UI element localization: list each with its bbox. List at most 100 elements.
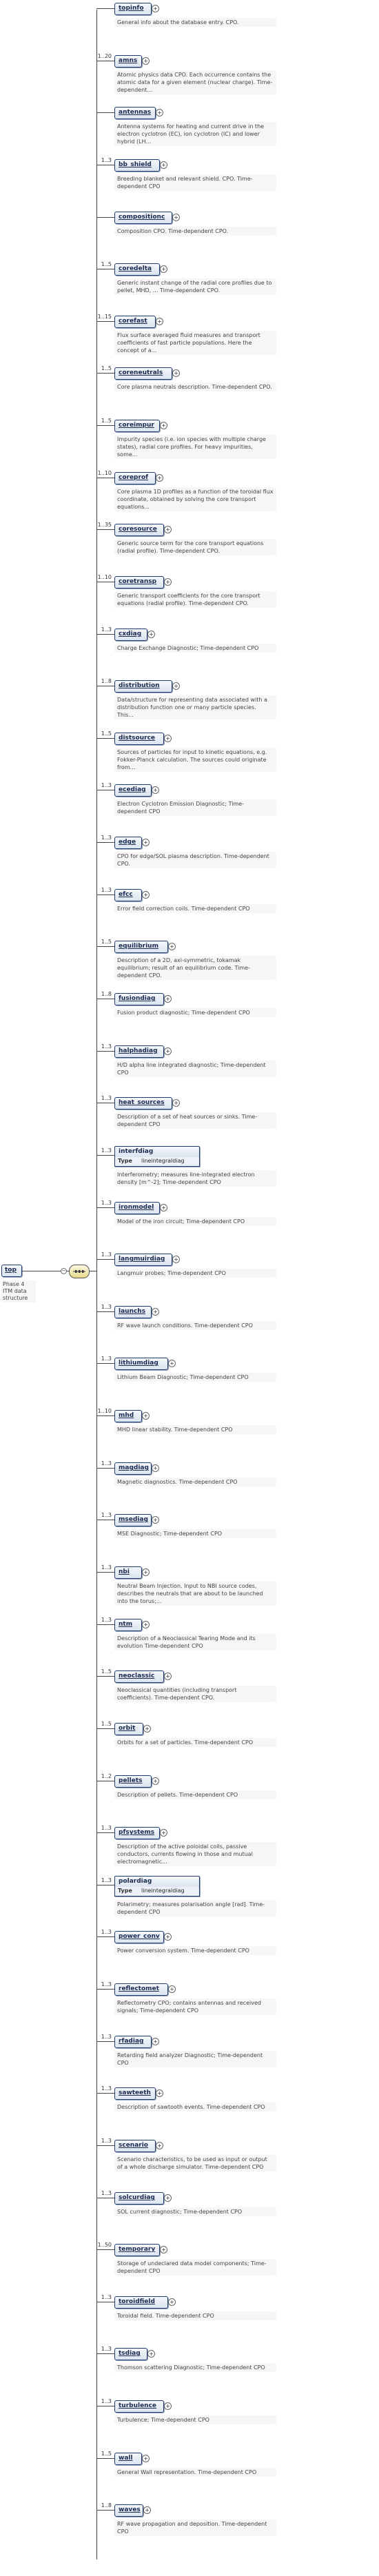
child-element-toroidfield[interactable]: toroidfield (114, 2296, 176, 2309)
child-element-heat_sources[interactable]: heat_sources (114, 1097, 180, 1110)
expand-plus-icon[interactable] (147, 631, 155, 638)
child-element-edge[interactable]: edge (114, 837, 150, 849)
child-element-lithiumdiag[interactable]: lithiumdiag (114, 1358, 176, 1370)
expand-plus-icon[interactable] (142, 2455, 150, 2462)
expand-plus-icon[interactable] (164, 526, 172, 533)
expand-plus-icon[interactable] (142, 1568, 150, 1576)
expand-plus-icon[interactable] (143, 1725, 151, 1732)
child-element-reflectomet[interactable]: reflectomet (114, 1983, 176, 1996)
expand-plus-icon[interactable] (152, 1464, 159, 1472)
child-element-ntm[interactable]: ntm (114, 1619, 150, 1631)
child-element-fusiondiag[interactable]: fusiondiag (114, 993, 172, 1005)
expand-plus-icon[interactable] (164, 578, 172, 586)
child-element-coretransp[interactable]: coretransp (114, 576, 172, 589)
expand-plus-icon[interactable] (160, 265, 167, 273)
expand-plus-icon[interactable] (160, 2246, 167, 2253)
expand-plus-icon[interactable] (164, 1933, 172, 1941)
expand-plus-icon[interactable] (142, 891, 150, 899)
child-element-polardiag[interactable]: polardiag (114, 1876, 200, 1888)
child-element-turbulence[interactable]: turbulence (114, 2400, 172, 2413)
expand-plus-icon[interactable] (142, 57, 150, 65)
child-element-scenario[interactable]: scenario (114, 2140, 163, 2152)
expand-plus-icon[interactable] (152, 1516, 159, 1524)
child-element-coredelta[interactable]: coredelta (114, 263, 167, 276)
expand-plus-icon[interactable] (168, 2298, 176, 2306)
child-element-label: equilibrium (119, 943, 158, 950)
child-element-power_conv[interactable]: power_conv (114, 1931, 172, 1943)
child-element-magdiag[interactable]: magdiag (114, 1462, 159, 1475)
child-element-coreimpur[interactable]: coreimpur (114, 420, 167, 432)
expand-plus-icon[interactable] (142, 1621, 150, 1628)
expand-plus-icon[interactable] (168, 1360, 176, 1367)
sequence-compositor-icon[interactable] (69, 1265, 90, 1278)
child-element-halphadiag[interactable]: halphadiag (114, 1045, 172, 1058)
expand-plus-icon[interactable] (152, 1308, 159, 1316)
child-element-ironmodel[interactable]: ironmodel (114, 1202, 167, 1214)
child-element-solcurdiag[interactable]: solcurdiag (114, 2192, 172, 2205)
expand-plus-icon[interactable] (152, 5, 159, 12)
expand-plus-icon[interactable] (164, 995, 172, 1003)
child-element-tsdiag[interactable]: tsdiag (114, 2348, 155, 2360)
expand-plus-icon[interactable] (168, 1985, 176, 1993)
expand-plus-icon[interactable] (164, 1673, 172, 1680)
expand-plus-icon[interactable] (152, 786, 159, 794)
child-element-rfadiag[interactable]: rfadiag (114, 2036, 159, 2048)
expand-plus-icon[interactable] (142, 839, 150, 846)
child-element-neoclassic[interactable]: neoclassic (114, 1670, 172, 1683)
child-element-launchs[interactable]: launchs (114, 1306, 159, 1318)
child-element-langmuirdiag[interactable]: langmuirdiag (114, 1254, 180, 1266)
child-element-ecediag[interactable]: ecediag (114, 784, 159, 797)
expand-plus-icon[interactable] (160, 1829, 167, 1837)
child-element-mhd[interactable]: mhd (114, 1410, 150, 1422)
expand-plus-icon[interactable] (160, 161, 167, 169)
child-element-bb_shield[interactable]: bb_shield (114, 159, 167, 172)
expand-plus-icon[interactable] (164, 2194, 172, 2202)
child-element-amns[interactable]: amns (114, 55, 150, 68)
child-element-topinfo[interactable]: topinfo (114, 3, 159, 15)
child-element-corefast[interactable]: corefast (114, 316, 163, 328)
expand-plus-icon[interactable] (172, 369, 180, 377)
child-element-equilibrium[interactable]: equilibrium (114, 941, 176, 953)
expand-plus-icon[interactable] (156, 109, 163, 116)
expand-plus-icon[interactable] (152, 2038, 159, 2045)
child-element-distsource[interactable]: distsource (114, 733, 172, 745)
expand-plus-icon[interactable] (172, 1099, 180, 1107)
child-element-pfsystems[interactable]: pfsystems (114, 1827, 167, 1839)
expand-plus-icon[interactable] (156, 2142, 163, 2149)
root-expand-icon[interactable]: − (61, 1268, 67, 1274)
child-element-antennas[interactable]: antennas (114, 107, 163, 119)
child-element-coreneutrals[interactable]: coreneutrals (114, 367, 180, 380)
child-element-orbit[interactable]: orbit (114, 1723, 151, 1735)
child-element-efcc[interactable]: efcc (114, 889, 150, 901)
expand-plus-icon[interactable] (160, 422, 167, 429)
expand-plus-icon[interactable] (156, 474, 163, 482)
child-element-interfdiag[interactable]: interfdiag (114, 1146, 200, 1158)
child-element-wall[interactable]: wall (114, 2453, 150, 2465)
expand-plus-icon[interactable] (172, 1256, 180, 1263)
child-element-distribution[interactable]: distribution (114, 680, 180, 693)
child-element-coreprof[interactable]: coreprof (114, 472, 163, 484)
child-element-msediag[interactable]: msediag (114, 1514, 159, 1526)
expand-plus-icon[interactable] (156, 318, 163, 325)
expand-plus-icon[interactable] (164, 1047, 172, 1055)
child-element-temporary[interactable]: temporary (114, 2244, 167, 2256)
expand-plus-icon[interactable] (164, 735, 172, 742)
child-element-sawteeth[interactable]: sawteeth (114, 2087, 163, 2100)
expand-plus-icon[interactable] (156, 2089, 163, 2097)
expand-plus-icon[interactable] (172, 682, 180, 690)
expand-plus-icon[interactable] (172, 214, 180, 221)
child-element-coresource[interactable]: coresource (114, 524, 172, 536)
expand-plus-icon[interactable] (143, 2506, 151, 2514)
root-element-top[interactable]: top (1, 1265, 22, 1277)
expand-plus-icon[interactable] (142, 1412, 150, 1420)
child-element-nbi[interactable]: nbi (114, 1566, 150, 1579)
expand-plus-icon[interactable] (168, 943, 176, 950)
expand-plus-icon[interactable] (164, 2402, 172, 2410)
expand-plus-icon[interactable] (147, 2350, 155, 2358)
child-element-waves[interactable]: waves (114, 2504, 151, 2517)
expand-plus-icon[interactable] (160, 1204, 167, 1212)
child-element-cxdiag[interactable]: cxdiag (114, 628, 155, 641)
child-element-compositionc[interactable]: compositionc (114, 212, 180, 224)
expand-plus-icon[interactable] (152, 1777, 159, 1785)
child-element-pellets[interactable]: pellets (114, 1775, 159, 1788)
